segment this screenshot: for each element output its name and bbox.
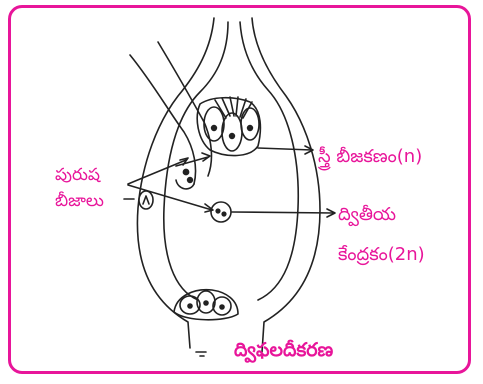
male-gametes-label: పురుష బీజాలు: [55, 162, 104, 214]
antipodal-cells: [174, 290, 238, 320]
secondary-nucleus-drawing: [211, 202, 231, 222]
secondary-nucleus-label-line1: ద్వితీయ: [338, 204, 396, 229]
male-gametes-label-line2: బీజాలు: [55, 188, 104, 214]
egg-apparatus: [197, 97, 260, 156]
ovule-outer-wall: [137, 18, 320, 352]
diagram-title: ద్విఫలదీకరణ: [234, 339, 333, 366]
egg-cell-label: స్త్రీ బీజకణం(n): [318, 146, 422, 171]
micropyle-mark: [196, 352, 206, 356]
male-gametes-label-line1: పురుష: [55, 162, 104, 188]
secondary-nucleus-label-line2: కేంద్రకం(2n): [338, 244, 425, 269]
